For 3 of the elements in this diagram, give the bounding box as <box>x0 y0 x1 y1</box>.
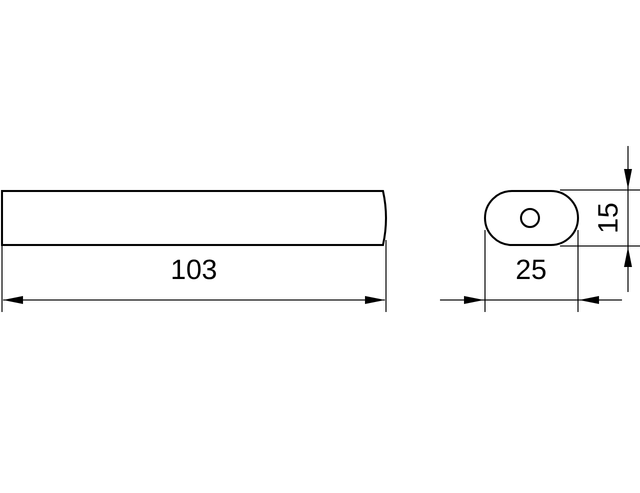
dimension-text: 103 <box>170 256 218 284</box>
dimension-text: 25 <box>516 256 547 284</box>
dimension-text: 15 <box>594 202 622 234</box>
